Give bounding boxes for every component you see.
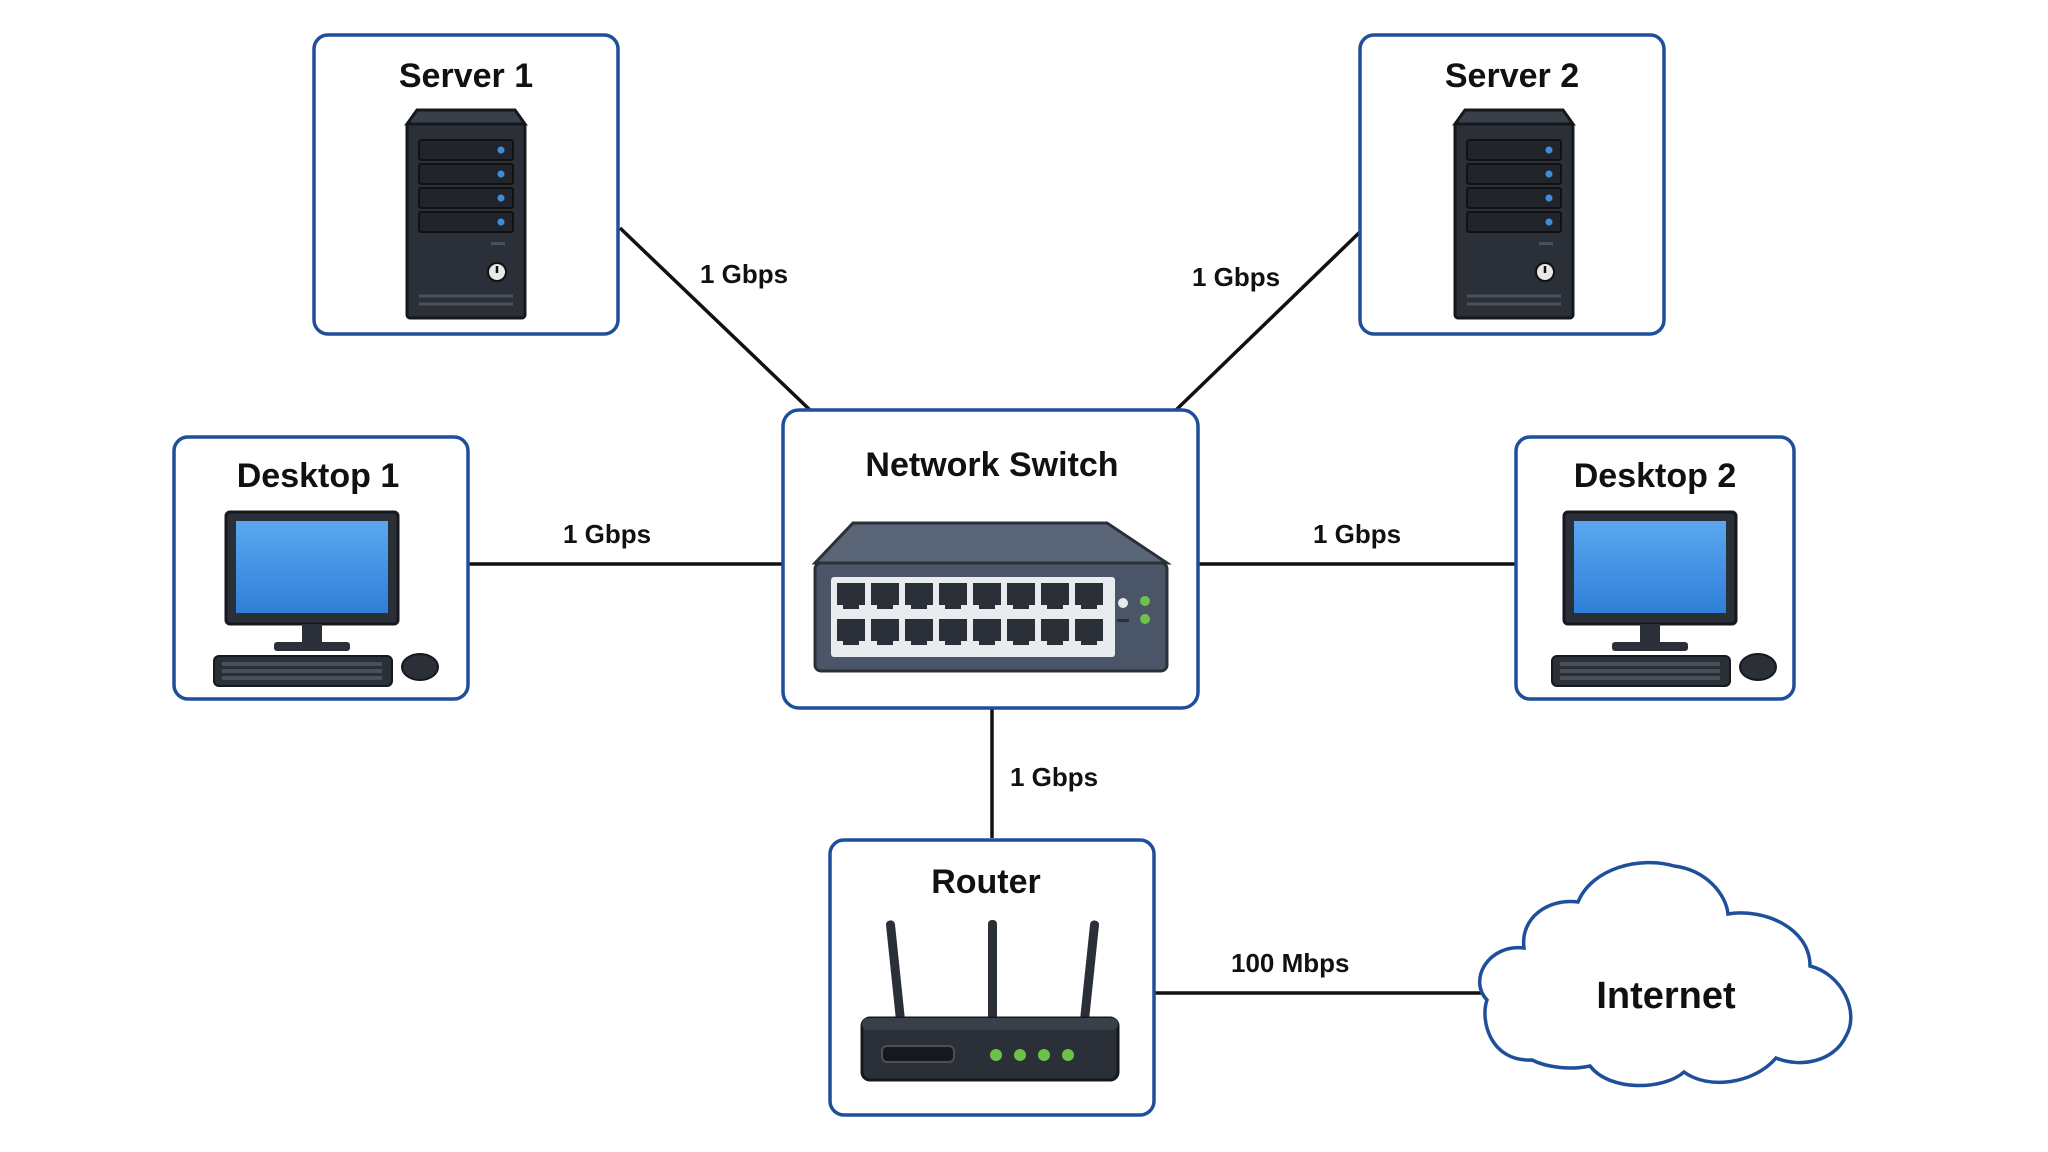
server-tower-icon (404, 108, 528, 320)
ethernet-port (1007, 619, 1035, 645)
switch-title: Network Switch (865, 446, 1118, 484)
desktop-computer-icon (1551, 510, 1777, 687)
ethernet-port (1075, 583, 1103, 609)
desktop2-node[interactable]: Desktop 2 (1514, 435, 1796, 701)
server1-node[interactable]: Server 1 (312, 33, 620, 336)
network-switch-icon (811, 521, 1172, 673)
server1-title: Server 1 (399, 57, 533, 95)
ethernet-port (1007, 583, 1035, 609)
server2-node[interactable]: Server 2 (1358, 33, 1666, 336)
cloud-icon (1477, 860, 1853, 1088)
ethernet-port (871, 583, 899, 609)
internet-label: Internet (1596, 975, 1736, 1017)
desktop1-title: Desktop 1 (237, 457, 400, 495)
ethernet-port (905, 619, 933, 645)
link-label-router: 1 Gbps (1010, 762, 1098, 792)
ethernet-port (837, 583, 865, 609)
router-node[interactable]: Router (828, 838, 1156, 1117)
server2-title: Server 2 (1445, 57, 1579, 95)
ethernet-port (871, 619, 899, 645)
desktop-computer-icon (213, 510, 439, 687)
link-server1-switch (618, 226, 812, 412)
link-label-internet: 100 Mbps (1231, 948, 1350, 978)
link-label-server2: 1 Gbps (1192, 262, 1280, 292)
link-label-desktop1: 1 Gbps (563, 519, 651, 549)
ethernet-port (837, 619, 865, 645)
ethernet-port (973, 619, 1001, 645)
link-label-server1: 1 Gbps (700, 259, 788, 289)
internet-node[interactable]: Internet (1477, 860, 1853, 1088)
link-label-desktop2: 1 Gbps (1313, 519, 1401, 549)
ethernet-port (1075, 619, 1103, 645)
ethernet-port (973, 583, 1001, 609)
router-title: Router (931, 863, 1041, 901)
link-server2-switch (1174, 228, 1364, 412)
desktop1-node[interactable]: Desktop 1 (172, 435, 470, 701)
wifi-router-icon (860, 920, 1120, 1082)
ethernet-port (939, 619, 967, 645)
switch-node[interactable]: Network Switch (781, 408, 1200, 710)
server-tower-icon (1452, 108, 1576, 320)
connection-lines (468, 226, 1515, 995)
ethernet-port (939, 583, 967, 609)
switch-ports (837, 583, 1103, 645)
ethernet-port (1041, 619, 1069, 645)
ethernet-port (1041, 583, 1069, 609)
desktop2-title: Desktop 2 (1574, 457, 1737, 495)
link-labels: 1 Gbps 1 Gbps 1 Gbps 1 Gbps 1 Gbps 100 M… (563, 259, 1401, 978)
ethernet-port (905, 583, 933, 609)
